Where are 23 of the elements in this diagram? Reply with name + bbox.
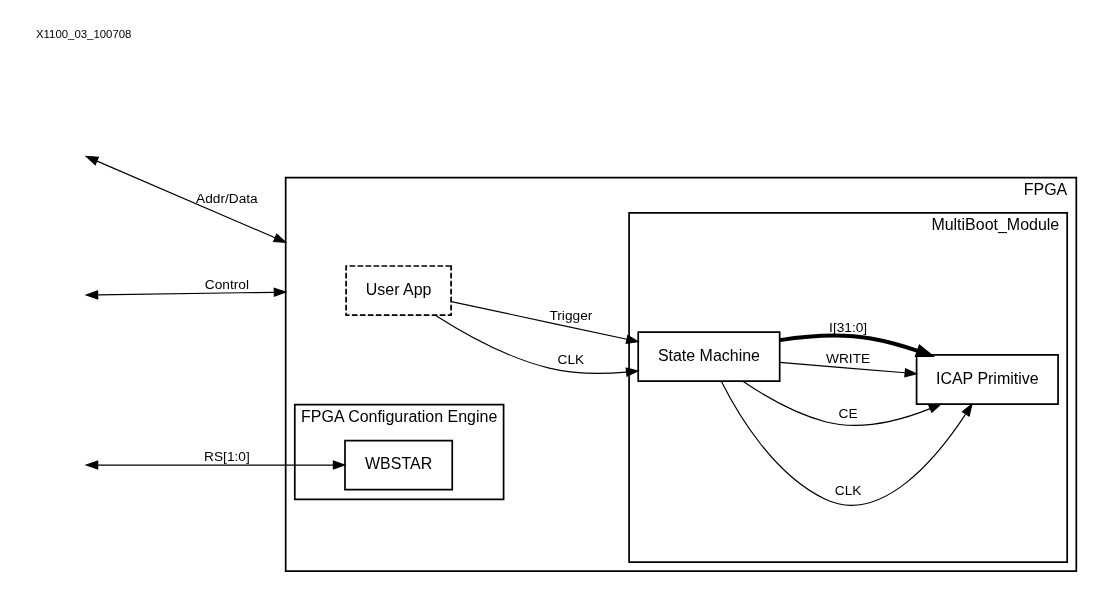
- node-box: WBSTAR: [343, 439, 453, 491]
- edge-label: Trigger: [548, 307, 592, 323]
- arrow: [741, 380, 942, 426]
- arrow: [778, 361, 918, 378]
- edge-label: WRITE: [825, 351, 870, 367]
- node-box: State Machine: [636, 331, 781, 383]
- edge-label: Control: [204, 276, 249, 292]
- arrow: [779, 333, 935, 357]
- arrow: [84, 287, 287, 300]
- node-box: ICAP Primitive: [915, 354, 1059, 405]
- arrow: [84, 155, 287, 244]
- arrow: [720, 380, 973, 506]
- edge-label: RS[1:0]: [203, 449, 250, 465]
- arrow: [84, 460, 346, 470]
- label: X1100_03_100708: [35, 27, 131, 40]
- edge-label: CLK: [557, 352, 584, 368]
- arrow: [434, 314, 640, 377]
- edge-label: CLK: [834, 483, 861, 499]
- edge-label: Addr/Data: [195, 191, 258, 207]
- node-box: User App: [344, 265, 452, 316]
- edge-label: CE: [838, 405, 858, 421]
- arrow: [450, 301, 640, 344]
- edge-label: I[31:0]: [828, 320, 867, 336]
